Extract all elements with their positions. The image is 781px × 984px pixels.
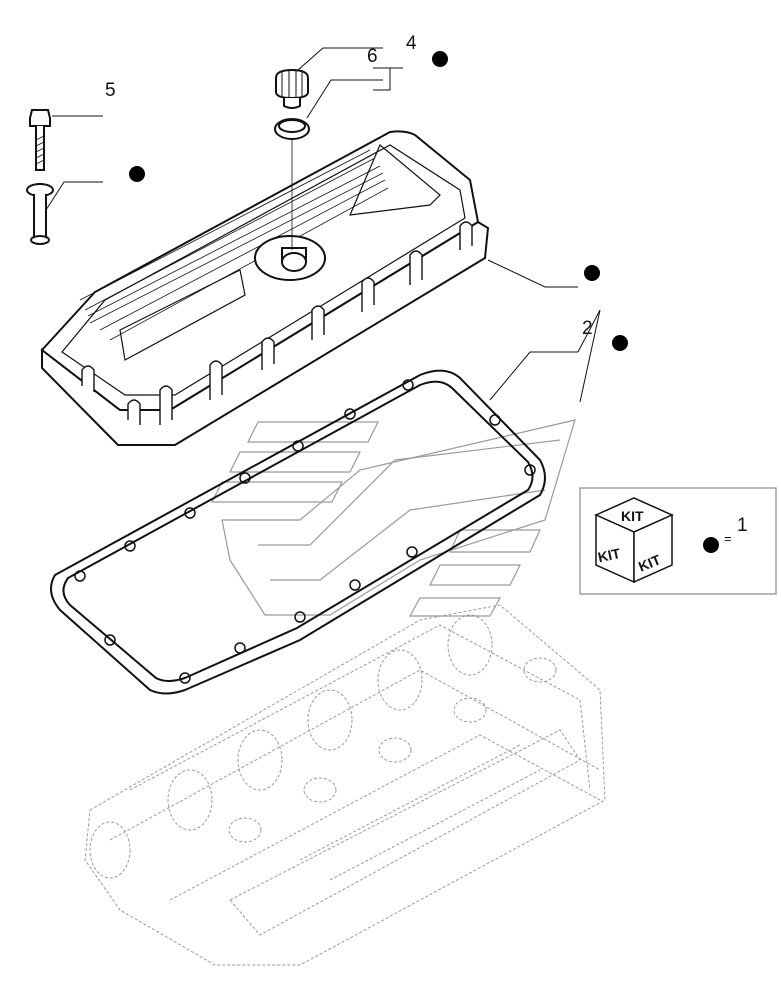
callout-2: 2 bbox=[582, 318, 593, 339]
bullet-markers bbox=[129, 51, 628, 351]
bullet-marker bbox=[584, 265, 600, 281]
callout-4: 4 bbox=[406, 33, 417, 54]
kit-bullet-marker bbox=[703, 537, 719, 553]
kit-cube-icon bbox=[594, 497, 674, 584]
filler-cap-seal-ring bbox=[274, 118, 310, 140]
bullet-marker bbox=[129, 166, 145, 182]
kit-legend-box: KIT KIT KIT = 1 bbox=[579, 487, 777, 595]
bolt-spacer-sleeve bbox=[26, 183, 54, 245]
cover-bolt bbox=[29, 109, 51, 171]
callout-1: 1 bbox=[737, 515, 748, 536]
rocker-cover-gasket bbox=[50, 369, 546, 695]
kit-face-top: KIT bbox=[621, 508, 644, 524]
watermark-logo bbox=[211, 419, 576, 617]
kit-face-right: KIT bbox=[636, 551, 663, 574]
kit-face-left: KIT bbox=[596, 545, 622, 565]
leader-lines bbox=[45, 47, 601, 403]
cylinder-head-outline bbox=[84, 604, 606, 966]
bullet-marker bbox=[432, 51, 448, 67]
oil-filler-cap bbox=[275, 68, 309, 109]
callout-6: 6 bbox=[367, 46, 378, 67]
valve-cover bbox=[40, 130, 490, 446]
callout-5: 5 bbox=[105, 80, 116, 101]
kit-equals-sign: = bbox=[724, 531, 732, 546]
bullet-marker bbox=[612, 335, 628, 351]
